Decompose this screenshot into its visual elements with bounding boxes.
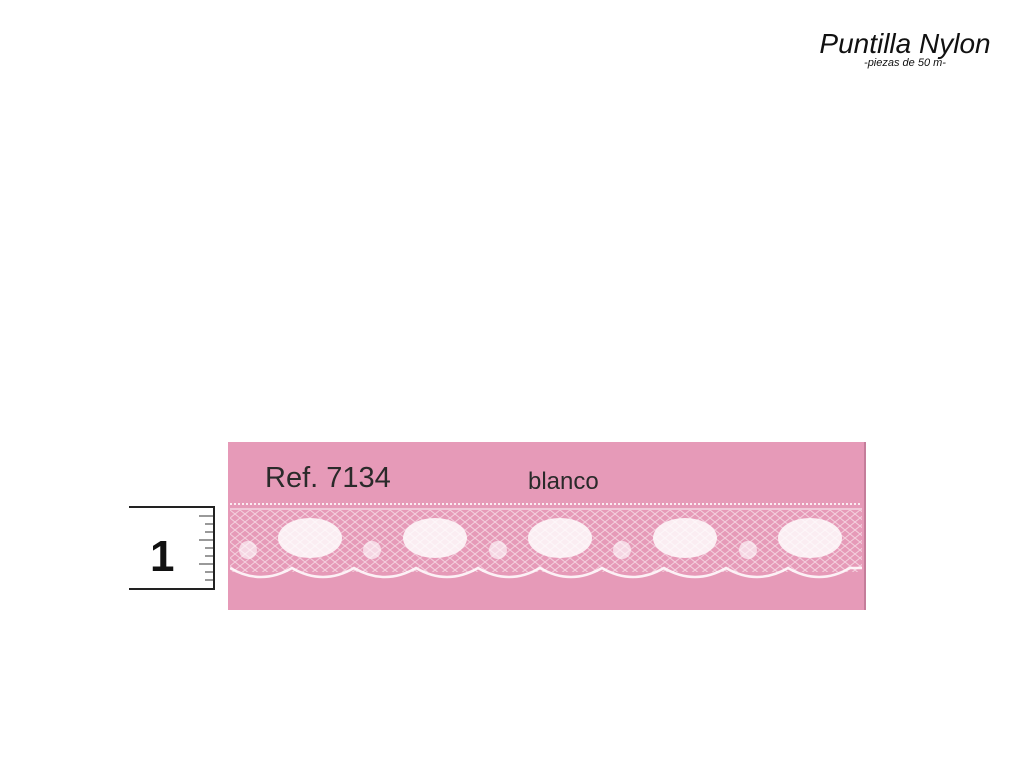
page-subtitle: -piezas de 50 m- [864,57,946,69]
page-title: Puntilla Nylon [819,28,991,59]
lace-pattern-image [230,503,862,579]
header: Puntilla Nylon -piezas de 50 m- [790,28,1020,69]
ruler-ticks [199,515,213,581]
ruler-number: 1 [150,532,175,581]
product-color-name: blanco [528,468,599,495]
product-ref: Ref. 7134 [265,462,391,494]
ruler [129,506,215,590]
